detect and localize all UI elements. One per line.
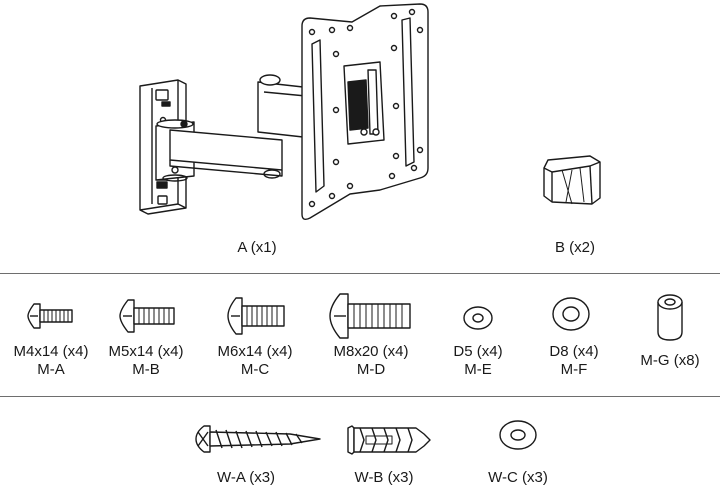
washer-d8-code: M-F <box>560 361 588 378</box>
lag-bolt-w-a <box>195 425 321 453</box>
lower-arm <box>169 129 283 179</box>
screw-m8x20 <box>329 293 411 339</box>
spacer-m-g-label: M-G (x8) <box>640 352 700 369</box>
divider-top <box>0 273 720 274</box>
wall-mount-bracket-a <box>139 3 429 221</box>
part-b-label: B (x2) <box>554 239 596 256</box>
washer-d8 <box>552 297 590 331</box>
divider-bottom <box>0 396 720 397</box>
spacer-m-g <box>657 294 683 341</box>
screw-m8x20-code: M-D <box>356 361 386 378</box>
part-a-label: A (x1) <box>237 239 277 256</box>
screw-m6x14-code: M-C <box>240 361 270 378</box>
wall-anchor-w-b-label: W-B (x3) <box>354 469 414 486</box>
screw-m5x14-size: M5x14 (x4) <box>108 343 184 360</box>
washer-d5-code: M-E <box>464 361 492 378</box>
screw-m5x14-code: M-B <box>132 361 160 378</box>
screw-m6x14 <box>227 297 285 335</box>
washer-d8-size: D8 (x4) <box>549 343 599 360</box>
washer-d5-size: D5 (x4) <box>453 343 503 360</box>
wedge-block-b <box>543 155 601 205</box>
screw-m4x14-code: M-A <box>37 361 65 378</box>
washer-w-c <box>499 420 537 450</box>
screw-m8x20-size: M8x20 (x4) <box>333 343 409 360</box>
vesa-plate <box>301 3 429 221</box>
screw-m4x14-size: M4x14 (x4) <box>13 343 89 360</box>
screw-m6x14-size: M6x14 (x4) <box>217 343 293 360</box>
screw-m4x14 <box>27 303 73 329</box>
washer-d5 <box>463 306 493 330</box>
wall-anchor-w-b <box>347 425 431 455</box>
screw-m5x14 <box>119 299 175 333</box>
washer-w-c-label: W-C (x3) <box>488 469 548 486</box>
lag-bolt-w-a-label: W-A (x3) <box>216 469 276 486</box>
